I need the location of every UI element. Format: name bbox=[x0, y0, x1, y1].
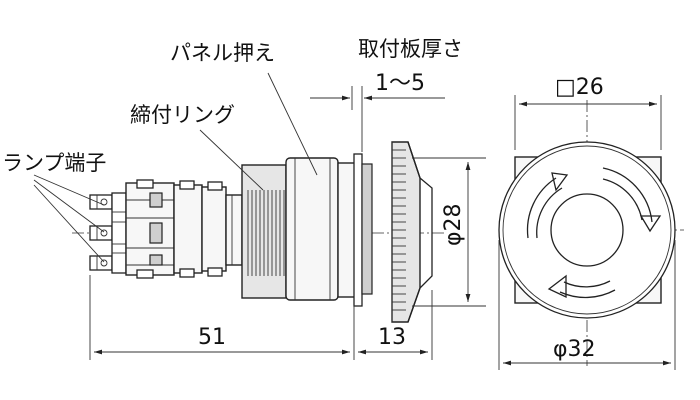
dim-panel-thickness bbox=[310, 86, 445, 152]
dim-square-26 bbox=[514, 95, 662, 150]
dim-32 bbox=[498, 240, 676, 370]
dim-13 bbox=[358, 290, 433, 360]
dim-text-thickness: 1～5 bbox=[375, 71, 425, 96]
dim-text-square: □26 bbox=[555, 75, 604, 100]
label-panel-thickness: 取付板厚さ bbox=[358, 37, 463, 61]
dim-51 bbox=[89, 275, 355, 360]
lamp-terminal-pins bbox=[89, 192, 127, 274]
leader-lines bbox=[33, 72, 318, 263]
dim-text-32: φ32 bbox=[553, 337, 596, 362]
panel-holder bbox=[285, 157, 339, 301]
dim-28 bbox=[412, 157, 486, 307]
side-view bbox=[33, 72, 486, 360]
label-panel-holder: パネル押え bbox=[170, 41, 275, 65]
panel-plate bbox=[361, 163, 373, 295]
neck bbox=[225, 194, 243, 266]
tightening-ring bbox=[241, 164, 287, 299]
center-button bbox=[550, 193, 624, 267]
dim-text-28: φ28 bbox=[441, 203, 466, 246]
label-lamp-terminal: ランプ端子 bbox=[2, 151, 106, 175]
front-view bbox=[498, 95, 684, 370]
mushroom-head bbox=[391, 141, 433, 323]
contact-block bbox=[125, 179, 227, 279]
dim-text-13: 13 bbox=[378, 325, 406, 350]
label-tightening-ring: 締付リング bbox=[130, 103, 235, 127]
dim-text-51: 51 bbox=[198, 325, 226, 350]
rotation-arrows bbox=[526, 167, 662, 299]
